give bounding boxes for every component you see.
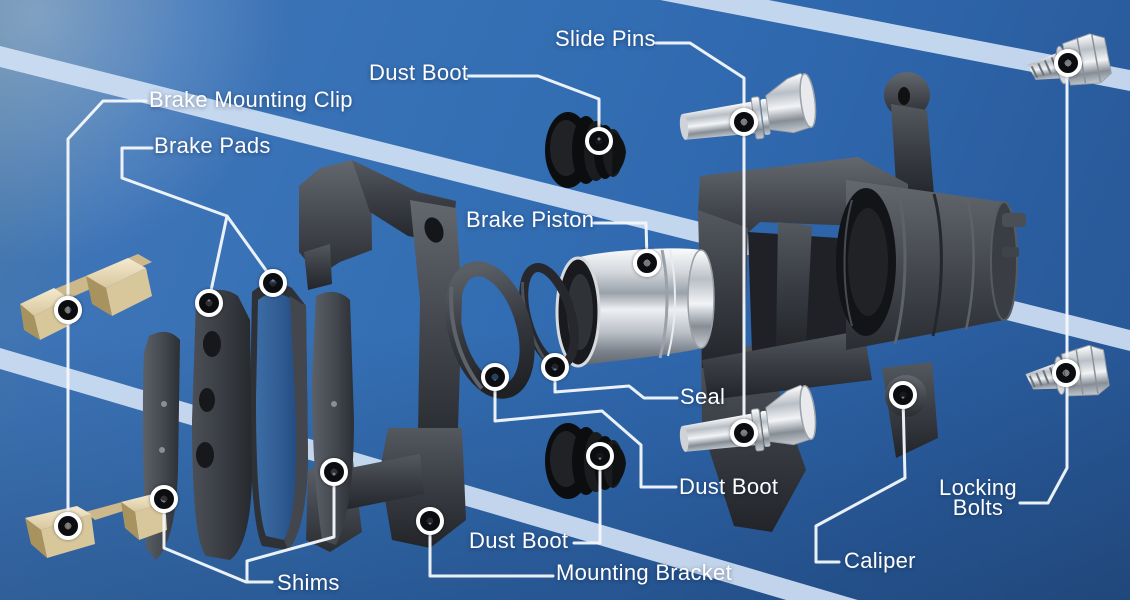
marker-caliper [889, 381, 917, 409]
callout-caliper [814, 396, 907, 564]
marker-brake-mounting-clip-top [54, 296, 82, 324]
label-slide-pins: Slide Pins [555, 26, 656, 51]
callout-locking-bolts [1018, 61, 1069, 505]
dust-boot-ring-part [445, 261, 535, 399]
callout-dust-boot-right [493, 379, 678, 489]
marker-shim-right [320, 458, 348, 486]
label-seal: Seal [680, 384, 726, 409]
callout-shims-a [162, 500, 274, 584]
label-brake-pads: Brake Pads [154, 133, 271, 158]
label-dust-boot-right: Dust Boot [679, 474, 779, 499]
callout-brake-pads-b [207, 214, 229, 302]
marker-shim-left [150, 485, 178, 513]
callout-seal [553, 368, 679, 400]
callout-mounting-bracket [428, 522, 555, 578]
marker-brake-piston [633, 249, 661, 277]
label-caliper: Caliper [844, 548, 916, 573]
marker-locking-bolt-top [1054, 49, 1082, 77]
callout-brake-piston [592, 221, 649, 261]
label-dust-boot-top: Dust Boot [369, 60, 469, 85]
marker-brake-pad-inner [259, 269, 287, 297]
marker-dust-boot-top [585, 127, 613, 155]
marker-mounting-bracket [416, 507, 444, 535]
brake-pads-and-shims [142, 282, 354, 560]
brake-mounting-clip-bottom-part [25, 494, 167, 558]
label-locking-bolts: Locking Bolts [939, 475, 1017, 520]
label-brake-mounting-clip: Brake Mounting Clip [149, 87, 353, 112]
callout-brake-pads-a [120, 146, 275, 282]
marker-brake-pad-outer [195, 289, 223, 317]
callout-shims-b [245, 472, 336, 584]
dust-boot-bottom-part [545, 423, 626, 499]
label-brake-piston: Brake Piston [466, 207, 595, 232]
callout-dust-boot-top [466, 74, 601, 141]
marker-slide-pin-top [730, 108, 758, 136]
label-shims: Shims [277, 570, 340, 595]
callout-lines [66, 41, 1069, 584]
brake-piston-part [555, 248, 715, 368]
marker-brake-mounting-clip-bottom [54, 512, 82, 540]
label-mounting-bracket: Mounting Bracket [556, 560, 732, 585]
brake-pad-outer-part [192, 289, 252, 560]
marker-slide-pin-bottom [730, 419, 758, 447]
callout-brake-mounting-clip [66, 99, 148, 529]
brake-mounting-clip-top-part [20, 254, 152, 340]
label-dust-boot-bottom: Dust Boot [469, 528, 569, 553]
marker-locking-bolt-right [1052, 359, 1080, 387]
callout-dust-boot-bottom [572, 457, 602, 545]
dust-boot-top-part [545, 112, 626, 188]
callout-slide-pins [654, 41, 746, 434]
marker-dust-boot-bottom [586, 442, 614, 470]
marker-dust-boot-ring [481, 363, 509, 391]
caliper-part [698, 72, 1026, 532]
marker-seal [541, 353, 569, 381]
background-stripe [660, 0, 1130, 91]
